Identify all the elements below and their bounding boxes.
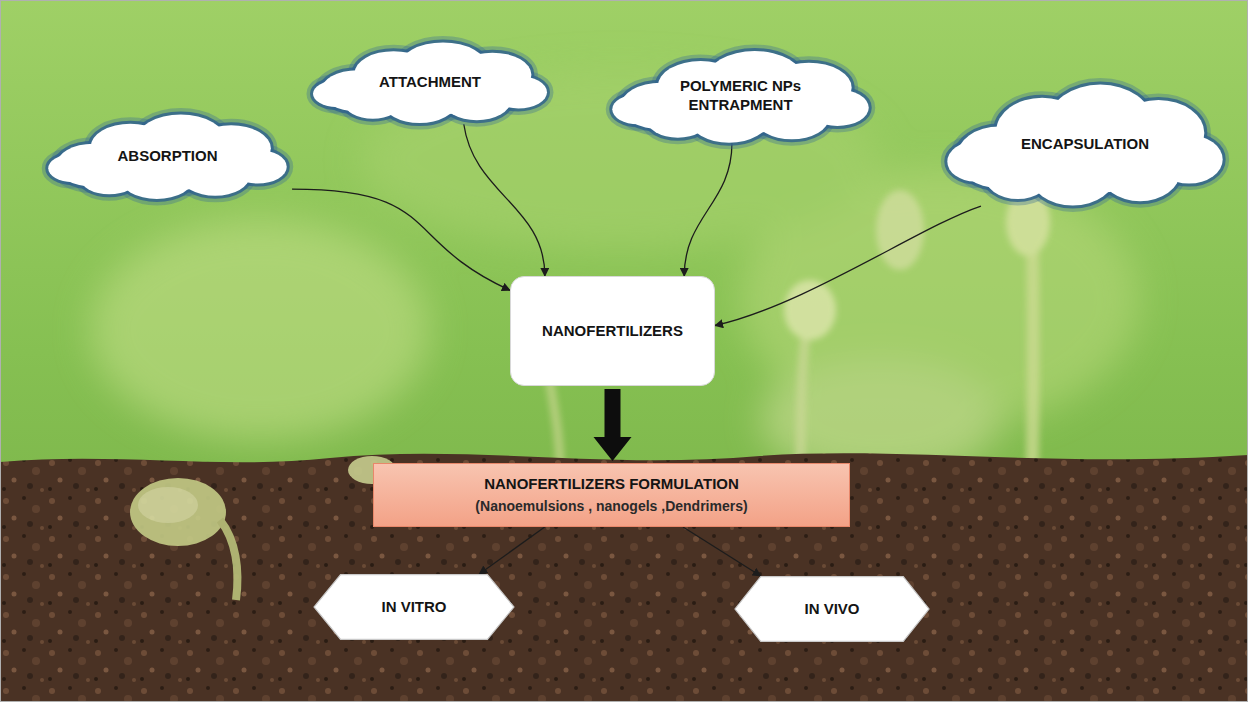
method-cloud: ATTACHMENT xyxy=(300,38,560,126)
product-box: NANOFERTILIZERS xyxy=(510,276,715,386)
method-cloud: ABSORPTION xyxy=(35,110,300,202)
flow-arrow xyxy=(479,527,544,574)
block-arrow xyxy=(594,389,632,461)
flow-arrow xyxy=(292,189,510,290)
node-label: NANOFERTILIZERS xyxy=(542,322,683,341)
method-cloud: ENCAPSULATION xyxy=(932,78,1238,210)
node-detail: (Nanoemulsions , nanogels ,Dendrimers) xyxy=(475,498,747,516)
test-hexagon: IN VITRO xyxy=(312,574,516,640)
formulation-box: NANOFERTILIZERS FORMULATION (Nanoemulsion… xyxy=(373,463,850,527)
node-label: POLYMERIC NPs ENTRAPMENT xyxy=(666,77,816,115)
flow-arrow xyxy=(715,206,981,325)
node-label: ATTACHMENT xyxy=(379,73,481,92)
band-outline xyxy=(374,464,849,526)
node-label: NANOFERTILIZERS FORMULATION xyxy=(484,475,739,494)
method-cloud: POLYMERIC NPs ENTRAPMENT xyxy=(598,46,883,146)
node-label: IN VITRO xyxy=(381,598,446,617)
flow-arrow xyxy=(464,124,545,276)
node-label: IN VIVO xyxy=(804,600,859,619)
flow-arrow xyxy=(684,143,732,276)
test-hexagon: IN VIVO xyxy=(733,576,931,642)
node-label: ABSORPTION xyxy=(117,147,217,166)
flow-arrow xyxy=(683,527,761,576)
node-label: ENCAPSULATION xyxy=(1021,135,1149,154)
